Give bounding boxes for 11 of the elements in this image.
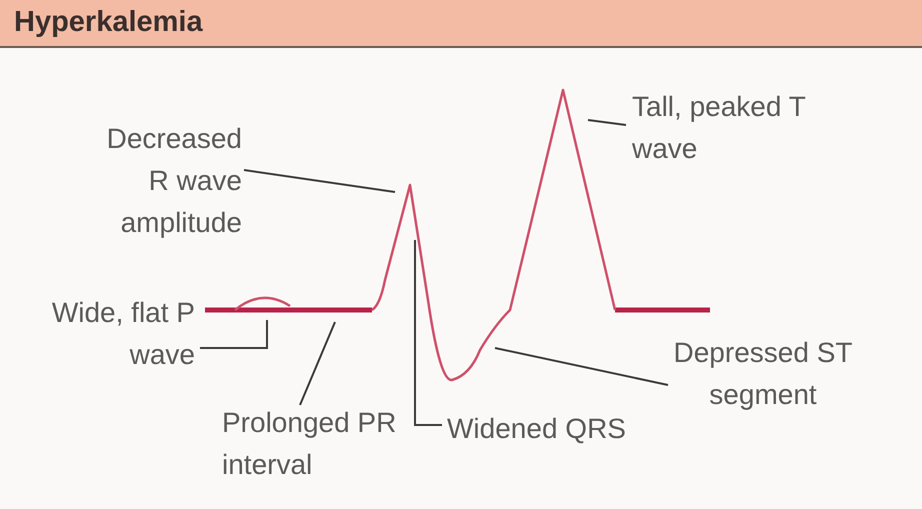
- leader-line: [494, 347, 668, 386]
- callout-label: Decreased R wave amplitude: [82, 118, 242, 244]
- leader-line: [244, 169, 396, 193]
- title: Hyperkalemia: [14, 6, 203, 39]
- leader-line: [200, 320, 268, 349]
- callout-label: Tall, peaked T wave: [632, 86, 832, 170]
- callout-label: Wide, flat P wave: [30, 292, 195, 376]
- callout-label: Prolonged PR interval: [222, 402, 397, 486]
- leader-line: [588, 119, 626, 126]
- leader-line: [299, 322, 336, 406]
- leader-line: [414, 240, 442, 426]
